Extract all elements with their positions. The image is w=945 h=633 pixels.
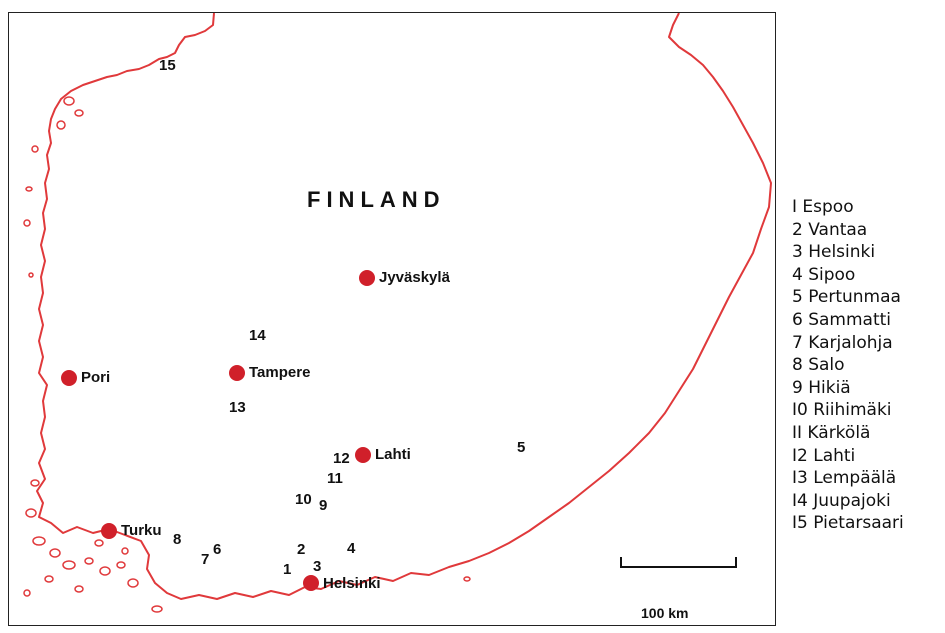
legend-item: 9 Hikiä	[792, 377, 851, 398]
legend-item: I0 Riihimäki	[792, 400, 892, 421]
city-label-helsinki: Helsinki	[323, 575, 381, 592]
legend-item: I2 Lahti	[792, 445, 856, 466]
site-number-1: 1	[283, 561, 292, 578]
city-label-turku: Turku	[121, 522, 162, 539]
site-number-10: 10	[295, 491, 312, 508]
site-number-6: 6	[213, 541, 222, 558]
site-number-14: 14	[249, 327, 266, 344]
city-label-pori: Pori	[81, 369, 111, 386]
city-dot-lahti	[355, 447, 371, 463]
country-title: FINLAND	[307, 187, 446, 212]
site-number-9: 9	[319, 497, 328, 514]
site-number-15: 15	[159, 57, 176, 74]
map-frame: FINLAND Jyväskylä Pori Tampere Lahti Tur…	[8, 12, 776, 626]
legend-item: 3 Helsinki	[792, 242, 876, 263]
legend-item: 2 Vantaa	[792, 219, 868, 240]
site-number-3: 3	[313, 558, 322, 575]
city-dot-pori	[61, 370, 77, 386]
site-number-7: 7	[201, 551, 210, 568]
city-label-lahti: Lahti	[375, 446, 411, 463]
site-number-5: 5	[517, 439, 526, 456]
site-number-2: 2	[297, 541, 306, 558]
site-number-4: 4	[347, 540, 356, 557]
coastline-map	[23, 13, 772, 613]
city-dot-tampere	[229, 365, 245, 381]
legend-item: 4 Sipoo	[792, 264, 856, 285]
legend-item: 7 Karjalohja	[792, 332, 893, 353]
legend-item: I4 Juupajoki	[792, 490, 891, 511]
city-dot-jyvaskyla	[359, 270, 375, 286]
scale-bar-label: 100 km	[641, 605, 689, 621]
legend-item: 5 Pertunmaa	[792, 287, 901, 308]
site-number-12: 12	[333, 450, 350, 467]
site-number-11: 11	[327, 470, 343, 487]
legend-item: I Espoo	[792, 197, 854, 217]
city-label-jyvaskyla: Jyväskylä	[379, 269, 450, 286]
site-number-8: 8	[173, 531, 182, 548]
site-legend: I Espoo 2 Vantaa 3 Helsinki 4 Sipoo 5 Pe…	[792, 196, 904, 535]
legend-item: I3 Lempäälä	[792, 468, 897, 489]
site-number-13: 13	[229, 399, 246, 416]
legend-item: II Kärkölä	[792, 422, 871, 443]
scale-bar	[620, 557, 737, 568]
finland-outline	[36, 13, 772, 600]
city-dot-turku	[101, 523, 117, 539]
legend-item: 8 Salo	[792, 355, 845, 376]
city-dot-helsinki	[303, 575, 319, 591]
legend-item: I5 Pietarsaari	[792, 513, 904, 534]
islands	[23, 96, 471, 613]
city-label-tampere: Tampere	[249, 364, 311, 381]
city-markers	[61, 270, 375, 591]
legend-item: 6 Sammatti	[792, 309, 892, 330]
